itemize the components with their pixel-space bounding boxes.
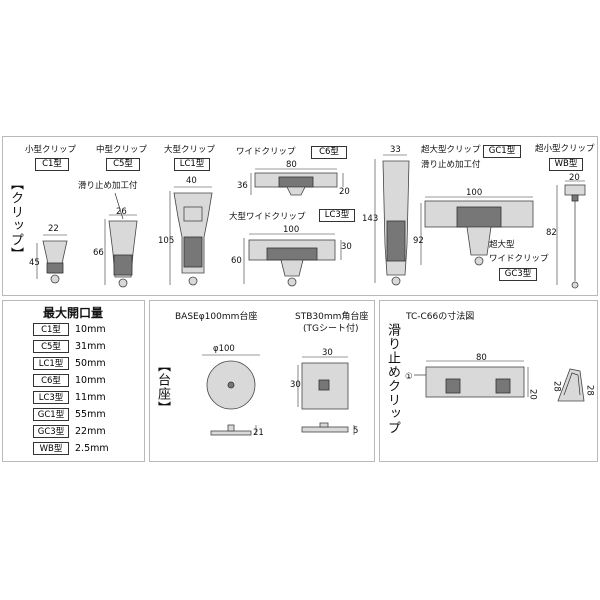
opening-row: LC3型 11mm <box>33 391 143 406</box>
nonslip-panel: 滑り止めクリップ TC-C66の寸法図 ① 80 20 28 28 <box>379 300 598 462</box>
xl-wide-clip-drawing <box>420 196 534 266</box>
large-wide-clip-name: 大型ワイドクリップ <box>229 212 306 222</box>
large-wide-clip-width: 100 <box>283 225 300 235</box>
nonslip-title: TC-C66の寸法図 <box>406 312 475 322</box>
opening-row-model: LC3型 <box>33 391 69 404</box>
square-base-thickness: 5 <box>353 426 359 436</box>
small-clip-width: 22 <box>48 224 59 234</box>
tiny-clip-name: 超小型クリップ <box>535 144 595 154</box>
opening-row-value: 10mm <box>75 324 106 335</box>
round-base-height: 21 <box>253 428 264 438</box>
opening-row-value: 55mm <box>75 409 106 420</box>
nonslip-height: 20 <box>527 389 538 400</box>
opening-title: 最大開口量 <box>43 306 104 320</box>
xl-clip-name: 超大型クリップ <box>421 145 481 155</box>
opening-row: C6型 10mm <box>33 374 143 389</box>
nonslip-clip-front <box>414 360 529 398</box>
opening-row-value: 11mm <box>75 392 106 403</box>
clip-section-label: 【クリップ】 <box>8 177 23 261</box>
square-base-width: 30 <box>322 348 333 358</box>
large-clip-model: LC1型 <box>174 158 210 171</box>
small-clip-drawing <box>36 234 68 284</box>
wide-clip-drawing <box>250 168 344 196</box>
opening-row-value: 31mm <box>75 341 106 352</box>
wide-clip-model: C6型 <box>311 146 347 159</box>
round-base-title: BASEφ100mm台座 <box>175 312 258 322</box>
xl-clip-height: 143 <box>362 214 379 224</box>
wide-clip-name: ワイドクリップ <box>236 147 296 157</box>
square-base-title-1: STB30mm角台座 <box>295 312 369 322</box>
opening-row-model: LC1型 <box>33 357 69 370</box>
opening-row-model: WB型 <box>33 442 69 455</box>
nonslip-marker: ① <box>405 372 413 382</box>
tiny-clip-model: WB型 <box>549 158 583 171</box>
nonslip-width: 80 <box>476 353 487 363</box>
square-base-title-2: (TGシート付) <box>303 324 359 334</box>
large-clip-drawing <box>169 186 213 286</box>
medium-clip-width: 26 <box>116 207 127 217</box>
opening-row-value: 10mm <box>75 375 106 386</box>
xl-clip-model: GC1型 <box>483 145 521 158</box>
opening-row-model: GC3型 <box>33 425 69 438</box>
base-panel: 【台座】 BASEφ100mm台座 φ100 21 STB30mm角台座 (TG… <box>149 300 375 462</box>
nonslip-side-dim-2: 28 <box>584 385 595 396</box>
wide-clip-height: 36 <box>237 181 248 191</box>
opening-row: C1型 10mm <box>33 323 143 338</box>
small-clip-model: C1型 <box>35 158 69 171</box>
small-clip-height: 45 <box>29 258 40 268</box>
opening-row: GC3型 22mm <box>33 425 143 440</box>
medium-clip-name: 中型クリップ <box>96 145 148 155</box>
opening-row-model: C5型 <box>33 340 69 353</box>
medium-clip-height: 66 <box>93 248 104 258</box>
round-base-drawing <box>202 354 260 436</box>
large-wide-clip-height: 60 <box>231 256 242 266</box>
square-base-drawing <box>297 356 355 435</box>
tiny-clip-width: 20 <box>569 173 580 183</box>
square-base-height: 30 <box>290 380 301 390</box>
tiny-clip-drawing <box>556 180 586 289</box>
large-clip-name: 大型クリップ <box>164 145 216 155</box>
round-base-diameter: φ100 <box>213 344 235 354</box>
clip-panel: 【クリップ】 小型クリップ C1型 22 45 中型クリップ C5型 滑り止め加… <box>2 136 598 296</box>
xl-wide-clip-name-2: ワイドクリップ <box>489 254 549 264</box>
medium-clip-model: C5型 <box>106 158 140 171</box>
large-clip-width: 40 <box>186 176 197 186</box>
wide-clip-depth: 20 <box>339 187 350 197</box>
nonslip-clip-side <box>557 368 585 402</box>
xl-wide-clip-name-1: 超大型 <box>489 240 515 250</box>
wide-clip-width: 80 <box>286 160 297 170</box>
large-clip-height: 105 <box>158 236 175 246</box>
tiny-clip-height: 82 <box>546 228 557 238</box>
small-clip-name: 小型クリップ <box>25 145 77 155</box>
opening-row: LC1型 50mm <box>33 357 143 372</box>
opening-row: C5型 31mm <box>33 340 143 355</box>
opening-row-value: 50mm <box>75 358 106 369</box>
nonslip-section-label: 滑り止めクリップ <box>385 323 400 435</box>
opening-row-model: GC1型 <box>33 408 69 421</box>
large-wide-clip-model: LC3型 <box>319 209 355 222</box>
large-wide-clip-drawing <box>243 233 342 287</box>
opening-row-value: 2.5mm <box>75 443 109 454</box>
opening-row-model: C6型 <box>33 374 69 387</box>
nonslip-side-dim-1: 28 <box>551 381 562 392</box>
xl-clip-drawing <box>374 154 410 286</box>
xl-clip-width: 33 <box>390 145 401 155</box>
opening-row: GC1型 55mm <box>33 408 143 423</box>
opening-row: WB型 2.5mm <box>33 442 143 457</box>
xl-wide-clip-height: 92 <box>413 236 424 246</box>
opening-row-model: C1型 <box>33 323 69 336</box>
nonslip-note: 滑り止め加工付 <box>78 181 138 191</box>
medium-clip-drawing <box>104 192 138 288</box>
base-section-label: 【台座】 <box>155 359 170 415</box>
large-wide-clip-depth: 30 <box>341 242 352 252</box>
xl-wide-clip-model: GC3型 <box>499 268 537 281</box>
xl-wide-clip-width: 100 <box>466 188 483 198</box>
xl-clip-note: 滑り止め加工付 <box>421 160 481 170</box>
opening-row-value: 22mm <box>75 426 106 437</box>
